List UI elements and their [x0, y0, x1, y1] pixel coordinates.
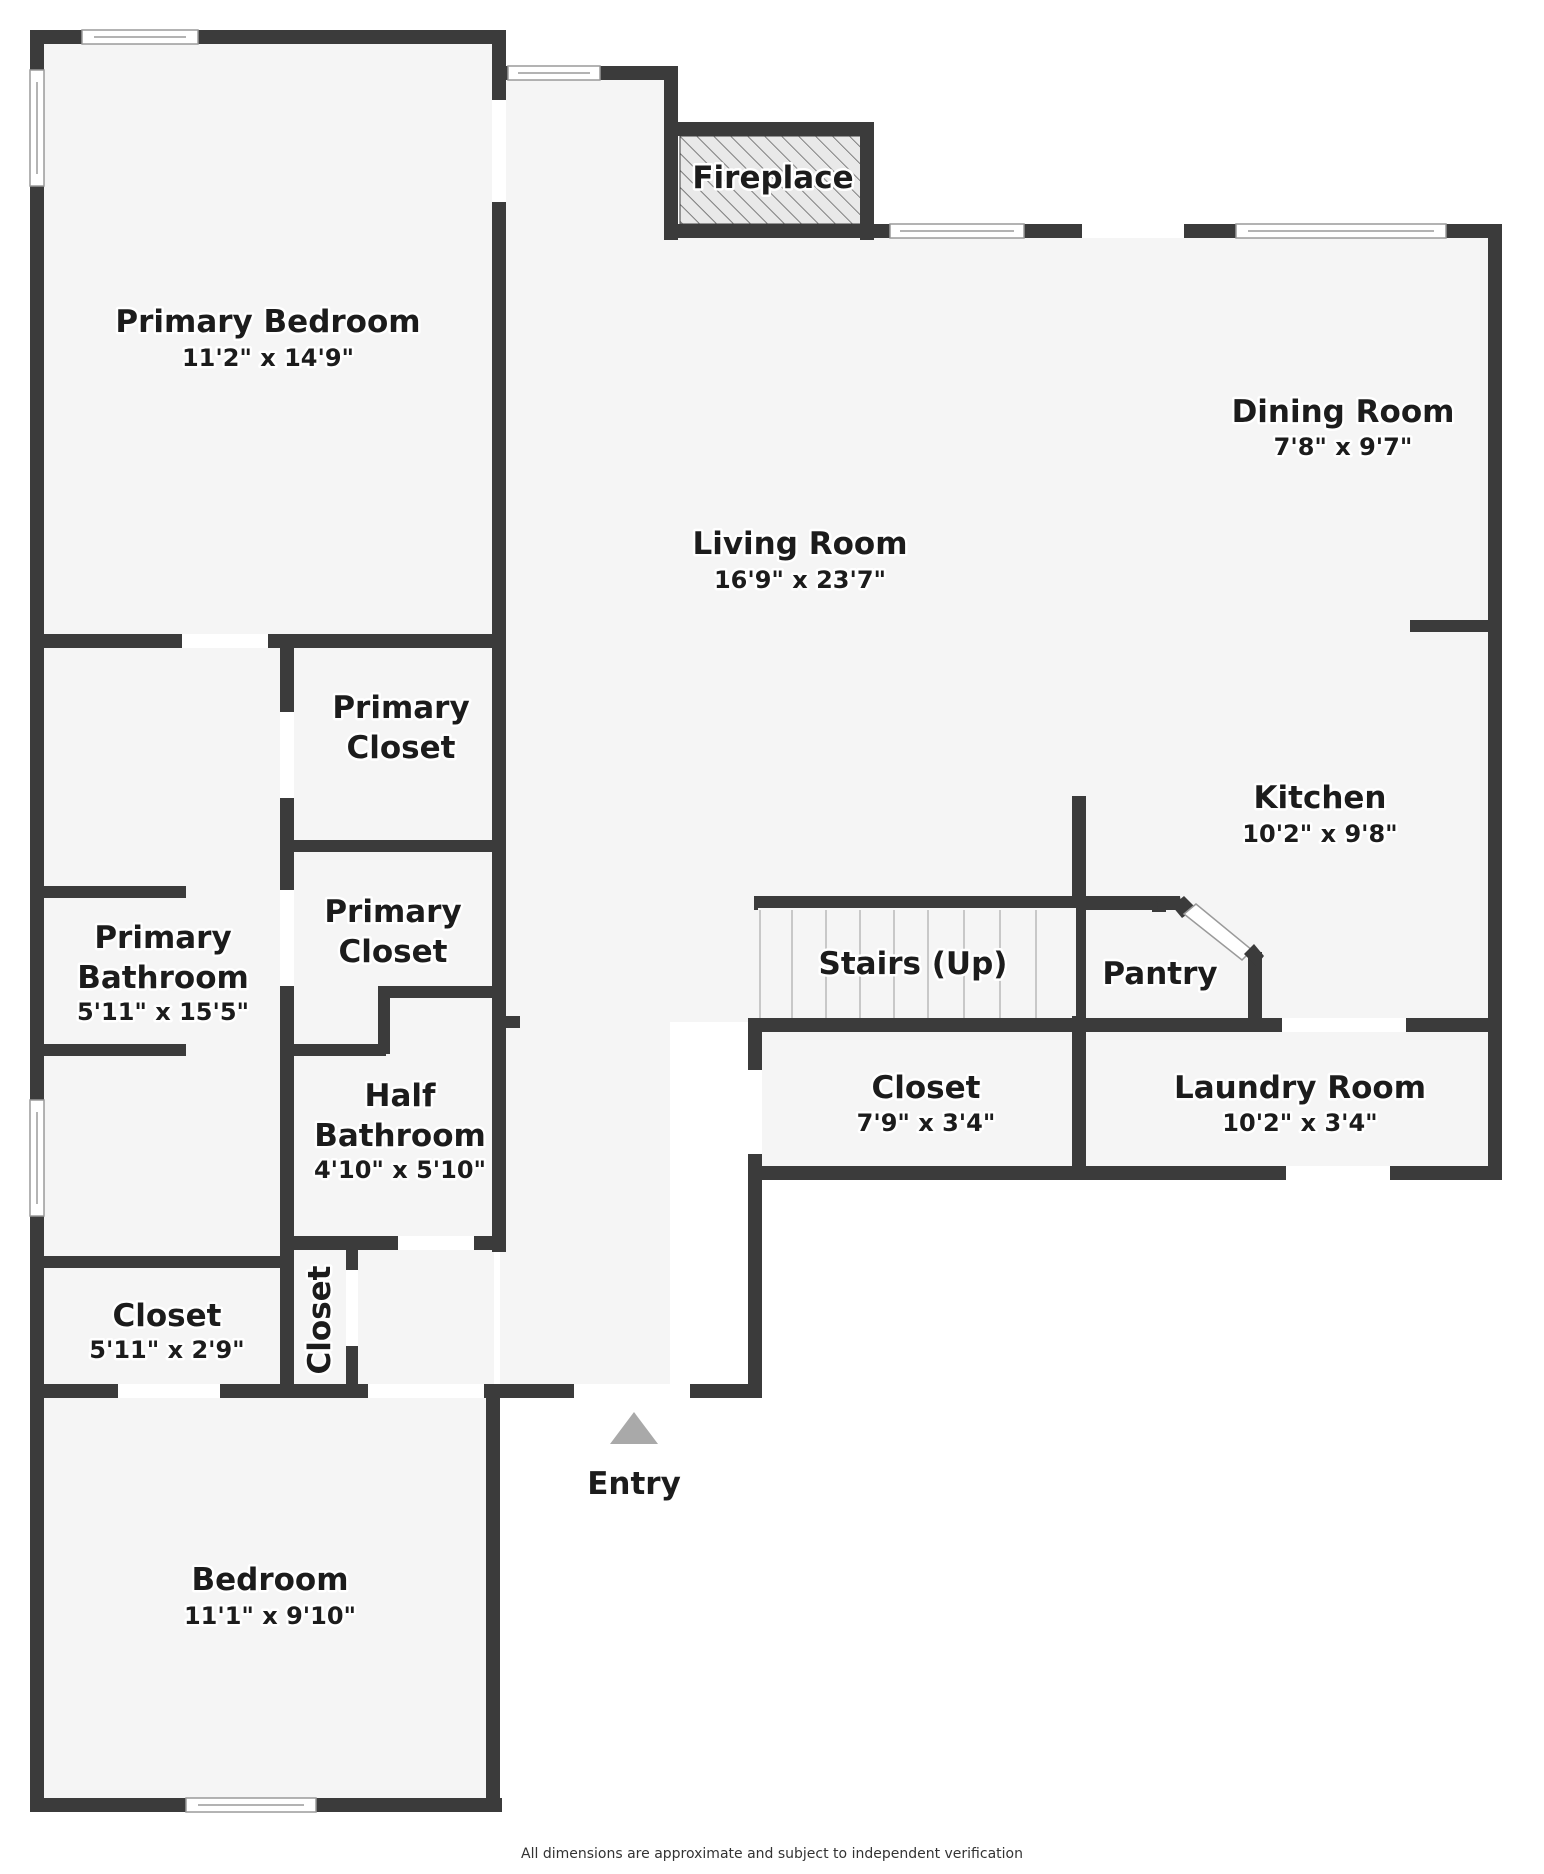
dining-room-name: Dining Room [1232, 394, 1455, 430]
primary-closet-upper-name-line1: Primary [332, 690, 469, 726]
wall [664, 66, 678, 240]
wall [280, 640, 294, 1390]
wall [754, 896, 1158, 910]
room-labels: Primary Bedroom 11'2" x 14'9" Fireplace … [74, 158, 1456, 1633]
wall [286, 840, 496, 852]
half-bathroom-name-line2: Bathroom [314, 1118, 486, 1154]
wall [30, 886, 186, 898]
closet-center-name: Closet [872, 1070, 981, 1106]
primary-bathroom-name-line1: Primary [94, 920, 231, 956]
wall [1244, 944, 1264, 966]
wall [30, 1044, 186, 1056]
closet-vertical-name: Closet [302, 1265, 338, 1374]
wall [1488, 224, 1502, 1178]
closet-left-dimensions: 5'11" x 2'9" [89, 1336, 244, 1364]
doorway [1282, 1018, 1406, 1032]
wall [378, 986, 390, 1054]
primary-bedroom-name: Primary Bedroom [115, 304, 420, 340]
primary-bedroom-dimensions: 11'2" x 14'9" [182, 344, 354, 372]
doorway [118, 1384, 220, 1398]
bedroom-dimensions: 11'1" x 9'10" [184, 1602, 356, 1630]
entry-arrow-icon [610, 1412, 658, 1444]
doorway [1082, 224, 1184, 238]
doorway [346, 1270, 358, 1346]
doorway [398, 1236, 474, 1250]
wall [30, 1256, 292, 1268]
bedroom-floor [38, 1398, 494, 1808]
wall [30, 30, 44, 1812]
stairs-label: Stairs (Up) [819, 946, 1008, 982]
half-bathroom-name-line1: Half [365, 1078, 436, 1114]
doorway [182, 634, 268, 648]
living-room-dimensions: 16'9" x 23'7" [714, 566, 886, 594]
wall [492, 1016, 520, 1028]
wall [486, 1390, 500, 1810]
entry-door [574, 1384, 690, 1398]
wall [1248, 952, 1262, 1022]
bedroom-name: Bedroom [191, 1562, 348, 1598]
doorway [1286, 1166, 1390, 1180]
wall [378, 986, 496, 998]
fireplace-label: Fireplace [692, 160, 853, 196]
dining-room-dimensions: 7'8" x 9'7" [1274, 433, 1413, 461]
doorway [280, 712, 294, 798]
primary-bathroom-name-line2: Bathroom [77, 960, 249, 996]
wall [1410, 620, 1490, 632]
entry-label: Entry [587, 1466, 681, 1502]
laundry-room-dimensions: 10'2" x 3'4" [1222, 1109, 1377, 1137]
primary-bathroom-dimensions: 5'11" x 15'5" [77, 998, 249, 1026]
wall [1172, 896, 1196, 918]
doorway [492, 100, 506, 202]
pantry-label: Pantry [1102, 956, 1217, 992]
wall [664, 122, 874, 136]
doorway [748, 1070, 762, 1154]
primary-closet-lower-name-line1: Primary [324, 894, 461, 930]
closet-center-dimensions: 7'9" x 3'4" [857, 1109, 996, 1137]
living-top-strip [500, 78, 670, 238]
half-bathroom-dimensions: 4'10" x 5'10" [314, 1156, 486, 1184]
living-room-name: Living Room [692, 526, 907, 562]
stairs-area [758, 908, 1076, 1016]
living-area-floor [500, 78, 670, 1393]
floor-areas [38, 38, 1500, 1808]
primary-closet-lower-name-line2: Closet [339, 934, 448, 970]
primary-bedroom-floor [38, 38, 494, 640]
pantry-door [1156, 896, 1264, 966]
laundry-room-name: Laundry Room [1174, 1070, 1426, 1106]
wall [1072, 1024, 1086, 1178]
wall [860, 122, 874, 240]
kitchen-dimensions: 10'2" x 9'8" [1242, 820, 1397, 848]
laundry-closet-floor [760, 1030, 1500, 1172]
kitchen-name: Kitchen [1253, 780, 1386, 816]
doorway [368, 1384, 484, 1398]
wall [286, 1044, 386, 1056]
openings [29, 29, 1447, 1813]
disclaimer: All dimensions are approximate and subje… [521, 1846, 1023, 1862]
doorway [280, 890, 294, 986]
stairs [758, 908, 1076, 1018]
primary-closet-upper-name-line2: Closet [347, 730, 456, 766]
closet-left-name: Closet [113, 1298, 222, 1334]
